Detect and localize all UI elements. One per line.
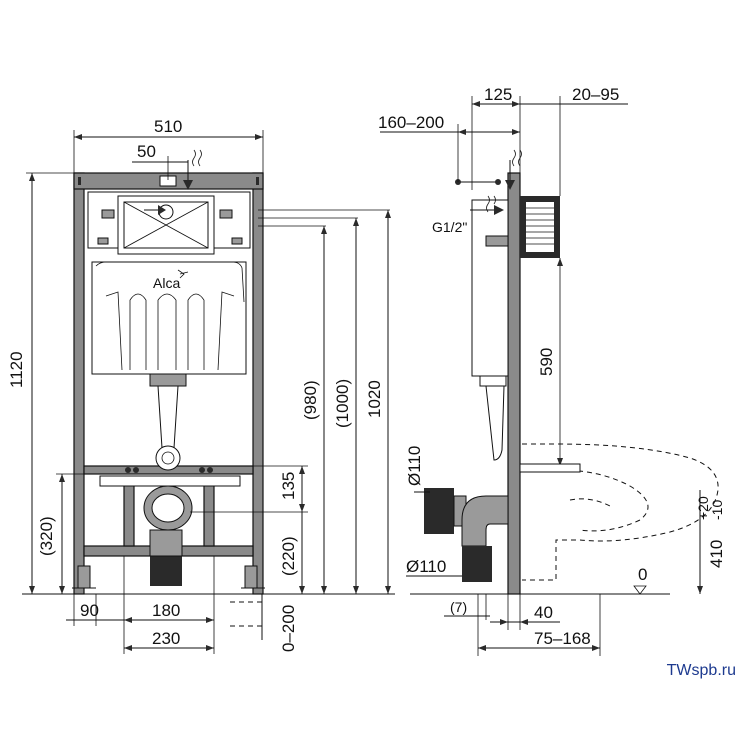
dim-label-410: 410	[707, 540, 726, 568]
brand-logo-text: Alca	[153, 275, 180, 291]
cistern-rim	[95, 261, 245, 303]
frame-right-post	[252, 172, 264, 595]
brand-logo-bird	[177, 269, 189, 279]
dim-label-50: 50	[137, 142, 156, 161]
dim-label-1120: 1120	[7, 351, 26, 388]
dim-label-1020: 1020	[365, 380, 384, 418]
dim-tolerance-minus: -10	[709, 500, 725, 520]
side-inlet-arrow-head	[505, 180, 515, 190]
bowl-mount-bolt	[519, 463, 581, 473]
side-inlet-knob-right	[495, 179, 501, 185]
flush-pipe-outlet-inner	[161, 451, 175, 465]
mount-tab-right	[231, 237, 243, 245]
drain-bracket	[99, 475, 241, 487]
dim-arrow-410	[697, 586, 703, 594]
cistern-rib-2	[157, 300, 177, 370]
pipe-lower-label: Ø110	[406, 557, 446, 576]
dim-label-75-168: 75–168	[534, 629, 591, 648]
flush-plate-diagonal-b	[123, 201, 209, 249]
drain-connector-inner	[151, 493, 185, 523]
dim-label-230: 230	[152, 629, 180, 648]
dim-label-90: 90	[80, 601, 99, 620]
inlet-arrow-head	[183, 180, 193, 190]
foot-left	[77, 565, 91, 589]
dim-label-220: (220)	[279, 536, 298, 576]
watermark-text[interactable]: TWspb.ru	[666, 662, 736, 679]
bolt-4	[207, 467, 213, 473]
bolt-3	[199, 467, 205, 473]
bowl-inner-curve	[569, 498, 611, 507]
frame-notch-right	[256, 177, 259, 185]
cistern-rib-1-top	[129, 293, 147, 301]
frame-left-post	[73, 172, 85, 595]
frame-bracket-left	[123, 482, 135, 547]
dim-label-980: (980)	[301, 380, 320, 420]
frame-notch-left	[78, 177, 81, 185]
mount-clip-right	[219, 209, 233, 219]
thread-label: G1/2"	[432, 219, 467, 235]
side-view: 0 G1/2"	[378, 85, 726, 656]
g-half-arrow-head	[494, 205, 504, 215]
side-flush-collar	[479, 375, 507, 387]
dim-label-320: (320)	[37, 516, 56, 556]
flush-pipe-collar	[149, 373, 187, 387]
pipe-upper-label: Ø110	[405, 446, 424, 486]
water-symbol-top	[192, 149, 202, 167]
cistern-rib-1	[129, 300, 147, 370]
front-view: Alca 510 50	[7, 117, 395, 654]
mount-clip-left	[101, 209, 115, 219]
dim-label-160-200: 160–200	[378, 113, 444, 132]
drain-pipe-lower	[150, 556, 182, 586]
dim-label-7: (7)	[450, 599, 467, 615]
bolt-1	[125, 467, 131, 473]
bolt-2	[133, 467, 139, 473]
dim-label-180: 180	[152, 601, 180, 620]
cistern-rib-3-top	[187, 293, 205, 301]
side-frame-post	[507, 172, 521, 595]
foot-right	[244, 565, 258, 589]
drain-pipe-upper	[424, 488, 454, 534]
dim-label-20-95: 20–95	[572, 85, 619, 104]
dim-label-135: 135	[279, 472, 298, 500]
cistern-rib-3	[187, 300, 205, 370]
dim-arrow-220	[299, 586, 305, 594]
cistern-rib-2-top	[157, 293, 177, 301]
dim-label-0-200: 0–200	[279, 605, 298, 652]
dim-label-1000: (1000)	[333, 379, 352, 428]
flush-pipe-outlet	[155, 445, 181, 471]
drain-pipe-mid	[149, 529, 183, 557]
dim-label-590: 590	[537, 348, 556, 376]
floor-zero-label: 0	[638, 565, 647, 584]
side-flush-pipe	[485, 385, 505, 461]
dim-arrows-40	[500, 619, 528, 625]
flush-pipe	[157, 385, 179, 449]
g-half-water-symbol	[486, 195, 496, 213]
floor-zero-marker	[633, 585, 647, 595]
side-cistern	[471, 199, 509, 377]
bowl-inner-outline	[559, 469, 649, 532]
inner-arrow-head	[158, 205, 166, 215]
dim-tolerance-plus: +20	[695, 496, 711, 520]
dim-label-40: 40	[534, 603, 553, 622]
dim-label-125: 125	[484, 85, 512, 104]
drain-elbow	[461, 495, 509, 547]
frame-bracket-right	[203, 482, 215, 547]
dim-label-510: 510	[154, 117, 182, 136]
side-flush-button-grille	[526, 202, 554, 252]
side-cistern-clip	[485, 235, 509, 247]
cistern-side-ribs	[105, 291, 235, 371]
drain-pipe-lower	[462, 546, 492, 582]
mount-tab-left	[97, 237, 109, 245]
bowl-outline	[522, 443, 719, 581]
